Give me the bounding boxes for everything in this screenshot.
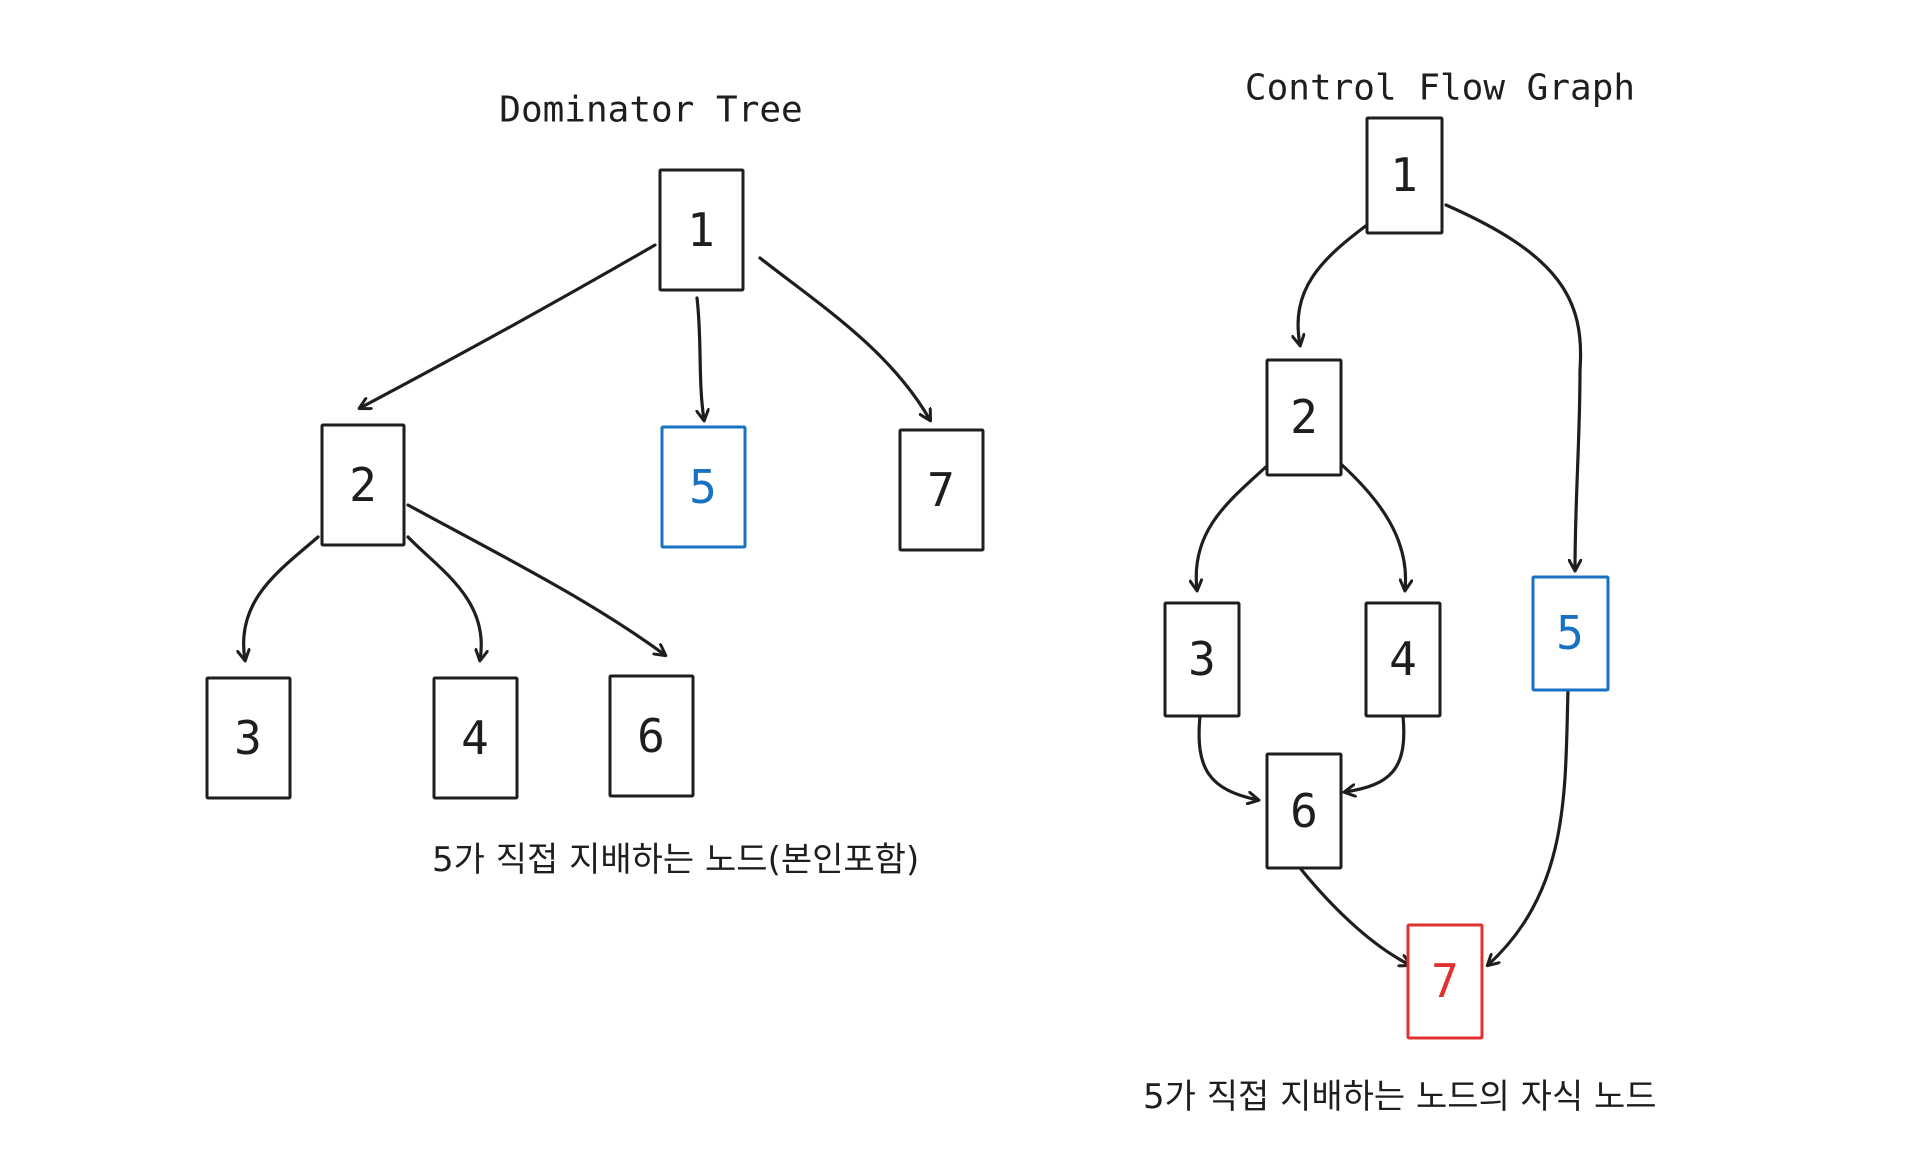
dt-node-3: 3 [205,676,292,800]
cfg-node-1: 1 [1365,116,1444,235]
cfg-edge-1-2 [1298,223,1369,345]
cfg-node-2-label: 2 [1290,390,1318,444]
cfg-node-3-label: 3 [1188,632,1216,686]
dominator-tree-caption: 5가 직접 지배하는 노드(본인포함) [432,840,919,880]
cfg-node-5-label: 5 [1556,606,1584,660]
dt-edge-2-6 [406,503,665,655]
dt-edge-2-3 [244,535,320,660]
cfg-node-2: 2 [1265,358,1343,477]
dt-edge-1-7 [758,256,930,420]
dt-node-7-label: 7 [927,463,955,517]
cfg-edge-1-5 [1444,203,1583,570]
dt-node-5-label: 5 [689,460,717,514]
cfg-edge-3-6 [1197,714,1258,800]
dt-node-2-label: 2 [349,458,377,512]
cfg-node-3: 3 [1163,601,1241,718]
dominator-tree: Dominator Tree 1 2 5 7 3 [205,90,985,880]
control-flow-graph: Control Flow Graph 1 2 3 4 5 [1143,68,1657,1118]
dt-node-3-label: 3 [234,711,262,765]
dt-node-5: 5 [660,425,747,549]
dt-node-2: 2 [320,423,406,547]
cfg-edge-6-7 [1298,866,1410,965]
cfg-edge-5-7 [1488,688,1570,965]
cfg-node-6-label: 6 [1290,784,1318,838]
cfg-node-7-label: 7 [1431,954,1459,1008]
dt-edge-1-2 [360,243,657,408]
dt-node-4-label: 4 [461,711,489,765]
dt-edge-2-4 [406,535,481,660]
cfg-node-4: 4 [1364,601,1442,718]
dt-node-1-label: 1 [687,203,715,257]
cfg-edge-2-4 [1340,463,1406,590]
dt-node-4: 4 [432,676,519,800]
dt-node-6: 6 [608,674,695,798]
cfg-edge-4-6 [1345,714,1406,792]
cfg-node-1-label: 1 [1390,148,1418,202]
cfg-edge-2-3 [1196,463,1270,590]
cfg-node-4-label: 4 [1389,632,1417,686]
dt-node-6-label: 6 [637,709,665,763]
dt-node-1: 1 [658,168,745,292]
dominator-tree-title: Dominator Tree [499,90,802,131]
dt-node-7: 7 [898,428,985,552]
control-flow-graph-title: Control Flow Graph [1245,68,1635,109]
cfg-node-6: 6 [1265,752,1343,870]
dt-edge-1-5 [695,296,704,420]
cfg-node-7: 7 [1406,923,1484,1040]
cfg-node-5: 5 [1531,575,1610,692]
control-flow-graph-caption: 5가 직접 지배하는 노드의 자식 노드 [1143,1077,1657,1117]
